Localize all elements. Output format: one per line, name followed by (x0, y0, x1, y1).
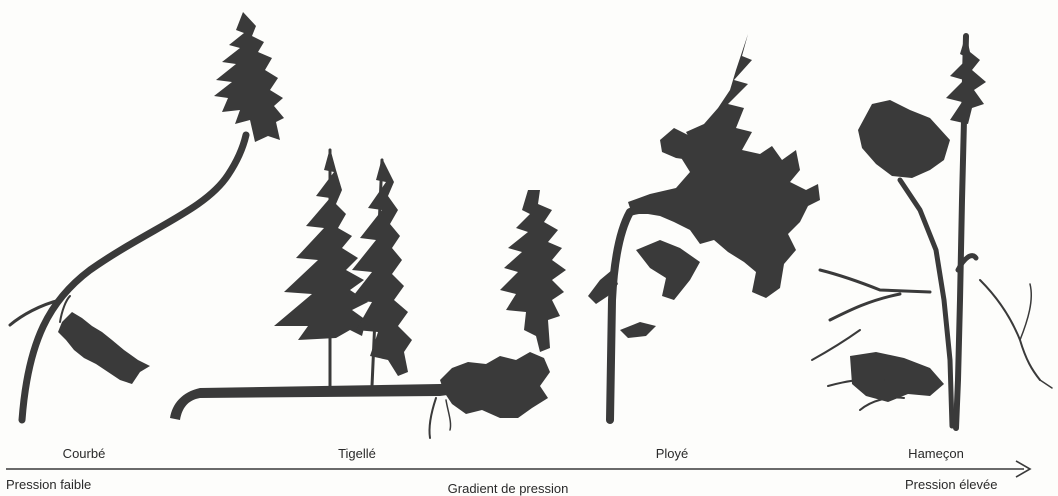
tree-tigelle (170, 148, 566, 438)
pressure-high-label: Pression élevée (905, 477, 998, 492)
pressure-gradient-arrow (6, 461, 1030, 477)
tree-ploye (588, 34, 820, 420)
pressure-low-label: Pression faible (6, 477, 91, 492)
stage-label-ploye: Ployé (656, 446, 689, 461)
gradient-title: Gradient de pression (448, 481, 569, 496)
stage-label-courbe: Courbé (63, 446, 106, 461)
stage-label-tigelle: Tigellé (338, 446, 376, 461)
tree-hamecon (812, 34, 1052, 428)
tree-courbe (10, 12, 284, 420)
stage-label-hamecon: Hameçon (908, 446, 964, 461)
